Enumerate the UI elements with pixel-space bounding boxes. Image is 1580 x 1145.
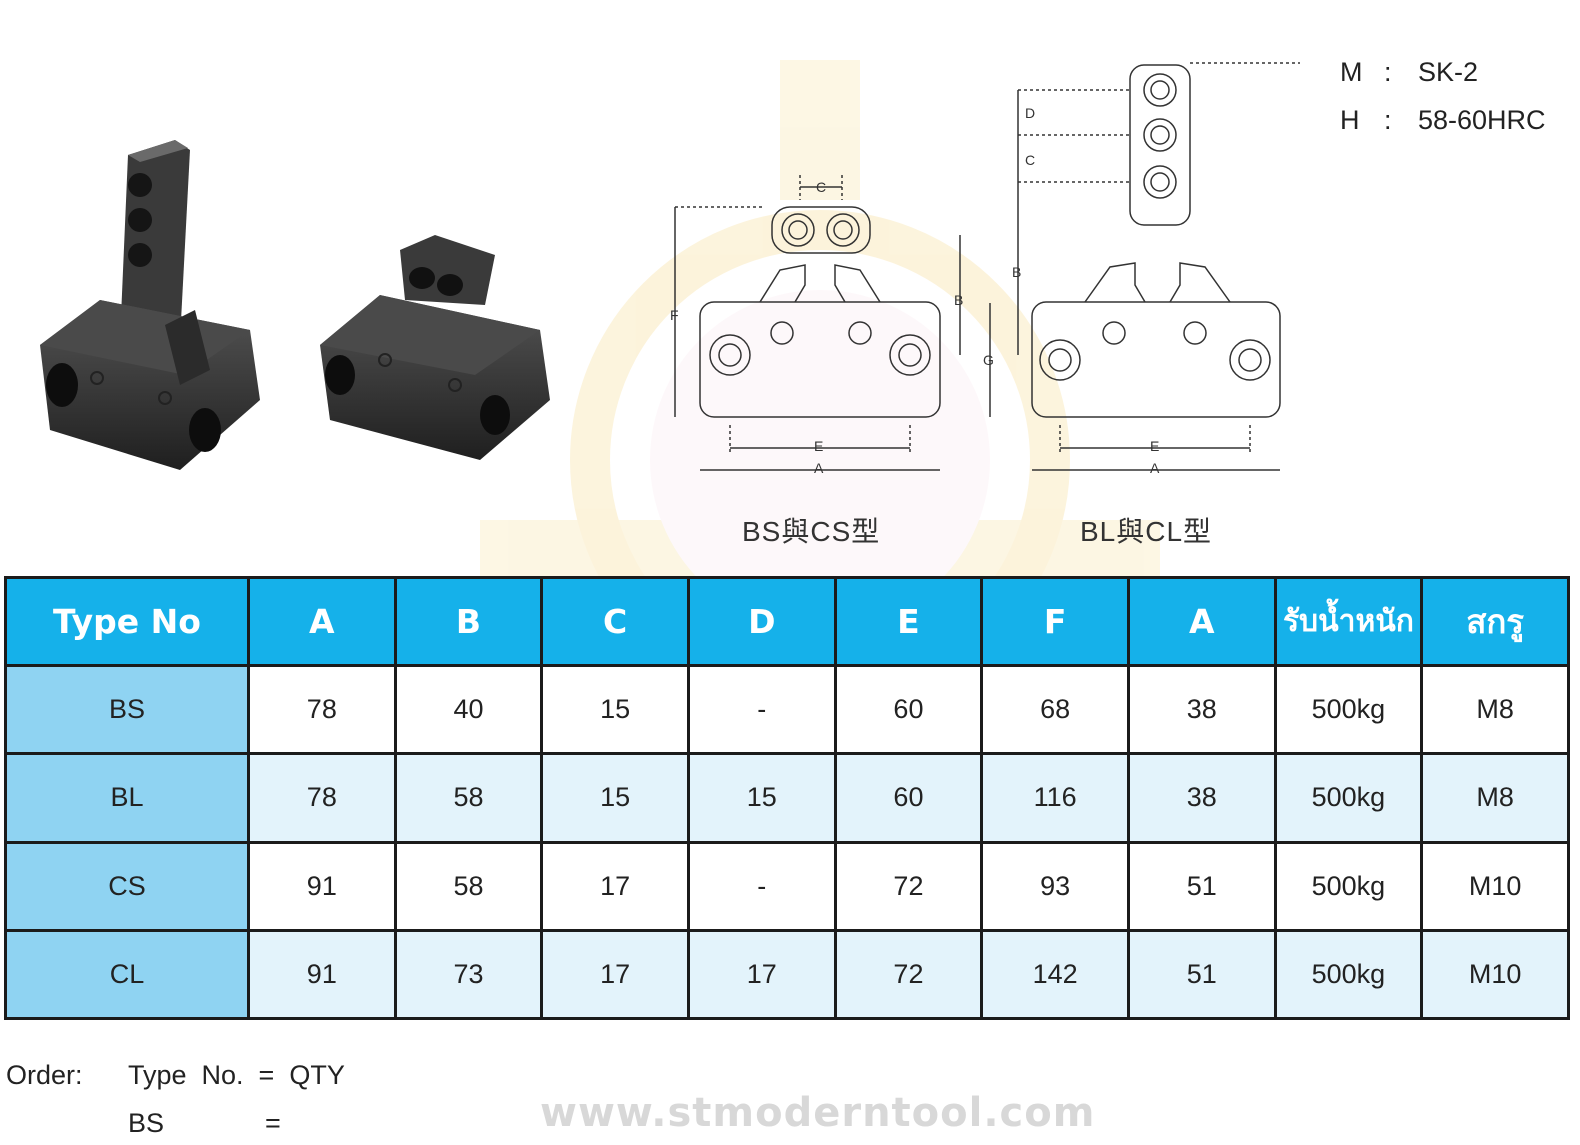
long-label-c: C xyxy=(1025,152,1035,168)
cell: 17 xyxy=(540,840,690,932)
order-example-eq: = xyxy=(265,1108,281,1138)
spec-hardness-key: H xyxy=(1340,105,1360,135)
cell-type: CL xyxy=(4,928,250,1021)
cell: 500kg xyxy=(1273,664,1424,756)
table-header-row: Type No A B C D E F A รับน้ำหนัก สกรู xyxy=(4,575,1570,668)
cell: 17 xyxy=(540,928,690,1021)
cell: 500kg xyxy=(1273,928,1424,1021)
product-photos xyxy=(40,140,550,470)
cell: 142 xyxy=(980,928,1130,1021)
cell: 38 xyxy=(1126,752,1277,844)
header-screw: สกรู xyxy=(1420,575,1570,668)
cell: M8 xyxy=(1420,664,1570,756)
cell: 38 xyxy=(1126,664,1277,756)
cell: 78 xyxy=(247,664,397,756)
header-d: D xyxy=(686,575,837,668)
spec-material-sep: : xyxy=(1384,57,1392,87)
cell: 58 xyxy=(393,840,544,932)
caption-long-type: BL與CL型 xyxy=(1080,516,1213,547)
cell: - xyxy=(686,664,837,756)
order-formula: Type No. = QTY xyxy=(128,1060,345,1090)
cell: 51 xyxy=(1126,928,1277,1021)
cell: 91 xyxy=(247,928,397,1021)
header-c: C xyxy=(540,575,690,668)
cell: M8 xyxy=(1420,752,1570,844)
long-label-d: D xyxy=(1025,105,1035,121)
cell: 15 xyxy=(540,752,690,844)
spec-material-key: M xyxy=(1340,57,1363,87)
table-row: BS 78 40 15 - 60 68 38 500kg M8 xyxy=(4,664,1570,756)
short-label-e: E xyxy=(814,438,823,454)
header-a: A xyxy=(247,575,397,668)
header-f: F xyxy=(980,575,1130,668)
table-row: CS 91 58 17 - 72 93 51 500kg M10 xyxy=(4,840,1570,932)
short-label-a: A xyxy=(814,460,824,476)
long-label-b: B xyxy=(1012,264,1021,280)
spec-hardness-sep: : xyxy=(1384,105,1392,135)
short-label-f: F xyxy=(670,307,679,323)
header-e: E xyxy=(833,575,984,668)
footer-url: www.stmoderntool.com xyxy=(540,1090,1096,1136)
short-type-drawing xyxy=(674,175,991,471)
cell: 58 xyxy=(393,752,544,844)
cell: 51 xyxy=(1126,840,1277,932)
cell: 500kg xyxy=(1273,752,1424,844)
cell: M10 xyxy=(1420,928,1570,1021)
cell: M10 xyxy=(1420,840,1570,932)
cell: 72 xyxy=(833,928,984,1021)
short-label-b: B xyxy=(954,292,963,308)
short-label-g: G xyxy=(983,352,994,368)
cell: 15 xyxy=(540,664,690,756)
spec-material-value: SK-2 xyxy=(1418,57,1479,87)
cell: 72 xyxy=(833,840,984,932)
cell: 60 xyxy=(833,664,984,756)
cell: 15 xyxy=(686,752,837,844)
cell: 17 xyxy=(686,928,837,1021)
cell: 93 xyxy=(980,840,1130,932)
header-a2: A xyxy=(1126,575,1277,668)
short-type-photo xyxy=(320,235,550,460)
cell: 60 xyxy=(833,752,984,844)
cell: 68 xyxy=(980,664,1130,756)
cell: 78 xyxy=(247,752,397,844)
long-type-photo xyxy=(40,140,260,470)
header-type-no: Type No xyxy=(4,575,250,668)
order-label: Order: xyxy=(6,1060,83,1090)
spec-table: Type No A B C D E F A รับน้ำหนัก สกรู BS… xyxy=(4,575,1570,1021)
cell: 116 xyxy=(980,752,1130,844)
cell: 91 xyxy=(247,840,397,932)
cell-type: CS xyxy=(4,840,250,932)
spec-material: M: SK-2 xyxy=(1340,57,1478,88)
cell-type: BL xyxy=(4,752,250,844)
caption-short-type: BS與CS型 xyxy=(742,516,881,547)
cell: 500kg xyxy=(1273,840,1424,932)
header-load: รับน้ำหนัก xyxy=(1273,575,1424,668)
spec-hardness: H:58-60HRC xyxy=(1340,105,1546,136)
long-label-a: A xyxy=(1150,460,1160,476)
order-example-type: BS xyxy=(128,1108,165,1138)
table-row: BL 78 58 15 15 60 116 38 500kg M8 xyxy=(4,752,1570,844)
cell: 40 xyxy=(393,664,544,756)
long-label-e: E xyxy=(1150,438,1159,454)
cell-type: BS xyxy=(4,664,250,756)
table-row: CL 91 73 17 17 72 142 51 500kg M10 xyxy=(4,928,1570,1021)
short-label-c: C xyxy=(816,179,826,195)
long-type-drawing xyxy=(1017,62,1300,471)
spec-hardness-value: 58-60HRC xyxy=(1418,105,1546,135)
header-b: B xyxy=(393,575,544,668)
cell: 73 xyxy=(393,928,544,1021)
cell: - xyxy=(686,840,837,932)
technical-drawing: C F B G E A D C B F E A xyxy=(670,62,1300,476)
